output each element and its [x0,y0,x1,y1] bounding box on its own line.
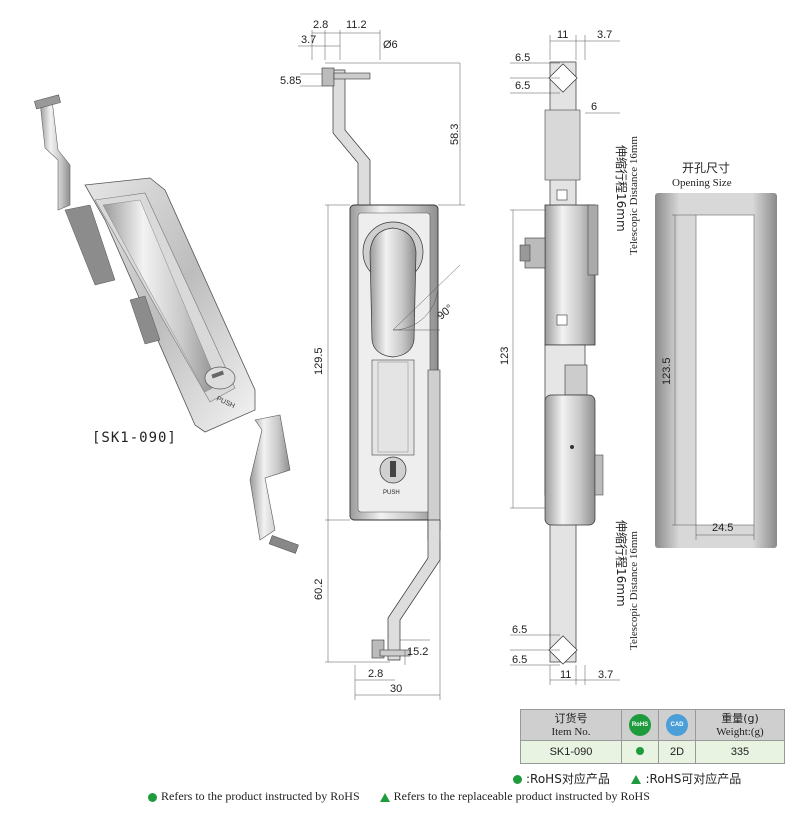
cad-cell: 2D [658,740,696,764]
weight-header-en: Weight:(g) [716,725,764,738]
legend-en: Refers to the product instructed by RoHS… [148,789,650,804]
dim-2-8-bottom: 2.8 [368,668,383,680]
telescopic-bottom-cn: 伸缩行程16mm [614,520,629,607]
front-view: PUSH 2.8 11.2 3. [280,19,465,700]
side-dim-3-7-top: 3.7 [597,29,612,41]
rohs-header: RoHS [621,709,659,741]
opening-title-en: Opening Size [672,177,732,189]
legend-en-replaceable: Refers to the replaceable product instru… [393,789,650,803]
legend-cn-replaceable: :RoHS可对应产品 [645,772,742,786]
telescopic-top-en: Telescopic Distance 16mm [628,136,640,255]
dim-60-2: 60.2 [313,579,325,600]
legend-cn-rohs: :RoHS对应产品 [526,772,610,786]
side-dim-6-5-b: 6.5 [515,80,530,92]
dim-58-3: 58.3 [449,124,461,145]
green-dot-icon [148,792,157,802]
green-dot-icon [513,775,522,784]
side-dim-123: 123 [499,347,511,365]
rohs-dot-icon [636,747,644,755]
dim-30: 30 [390,683,402,695]
telescopic-bottom-en: Telescopic Distance 16mm [628,531,640,650]
dim-5-85: 5.85 [280,75,301,87]
side-dim-3-7-bottom: 3.7 [598,669,613,681]
rohs-icon: RoHS [629,714,651,736]
green-triangle-icon [631,775,642,784]
side-dim-6-5-d: 6.5 [512,654,527,666]
dim-3-7-top: 3.7 [301,34,316,46]
side-dim-11-top: 11 [557,29,568,41]
opening-dim-width: 24.5 [712,522,733,534]
cad-icon-label: CAD [670,722,684,728]
legend-cn: :RoHS对应产品 :RoHS可对应产品 [513,770,741,787]
item-no-cell: SK1-090 [520,740,622,764]
side-view: 11 3.7 6.5 6.5 6 123 6.5 6.5 11 3.7 伸缩行程… [499,29,640,685]
table-row: SK1-090 2D 335 [520,740,785,764]
weight-header-cn: 重量(g) [721,711,759,725]
opening-size-diagram: 开孔尺寸 Opening Size 123.5 24.5 [655,161,777,548]
item-no-header-en: Item No. [551,725,591,738]
green-triangle-icon [379,792,390,802]
dim-15-2: 15.2 [407,646,428,658]
item-no-header-cn: 订货号 [554,711,588,725]
rohs-icon-label: RoHS [631,722,649,728]
side-dim-6: 6 [591,101,597,113]
legend-en-rohs: Refers to the product instructed by RoHS [161,789,360,803]
rohs-cell [621,740,659,764]
telescopic-top-cn: 伸缩行程16mm [614,145,629,232]
front-push-text: PUSH [383,490,400,496]
dim-dia-6: Ø6 [383,39,398,51]
weight-header: 重量(g)Weight:(g) [695,709,785,741]
side-dim-6-5-a: 6.5 [515,52,530,64]
weight-cell: 335 [695,740,785,764]
dim-2-8-top: 2.8 [313,19,328,31]
dim-11-2: 11.2 [346,19,367,31]
side-dim-11-bottom: 11 [560,669,571,681]
opening-title-cn: 开孔尺寸 [682,161,730,175]
opening-dim-height: 123.5 [661,357,673,385]
cad-icon: CAD [666,714,688,736]
side-dim-6-5-c: 6.5 [512,624,527,636]
cad-header: CAD [658,709,696,741]
model-label: [SK1-090] [92,430,177,446]
dim-129-5: 129.5 [313,347,325,375]
product-photo: PUSH [34,94,299,554]
